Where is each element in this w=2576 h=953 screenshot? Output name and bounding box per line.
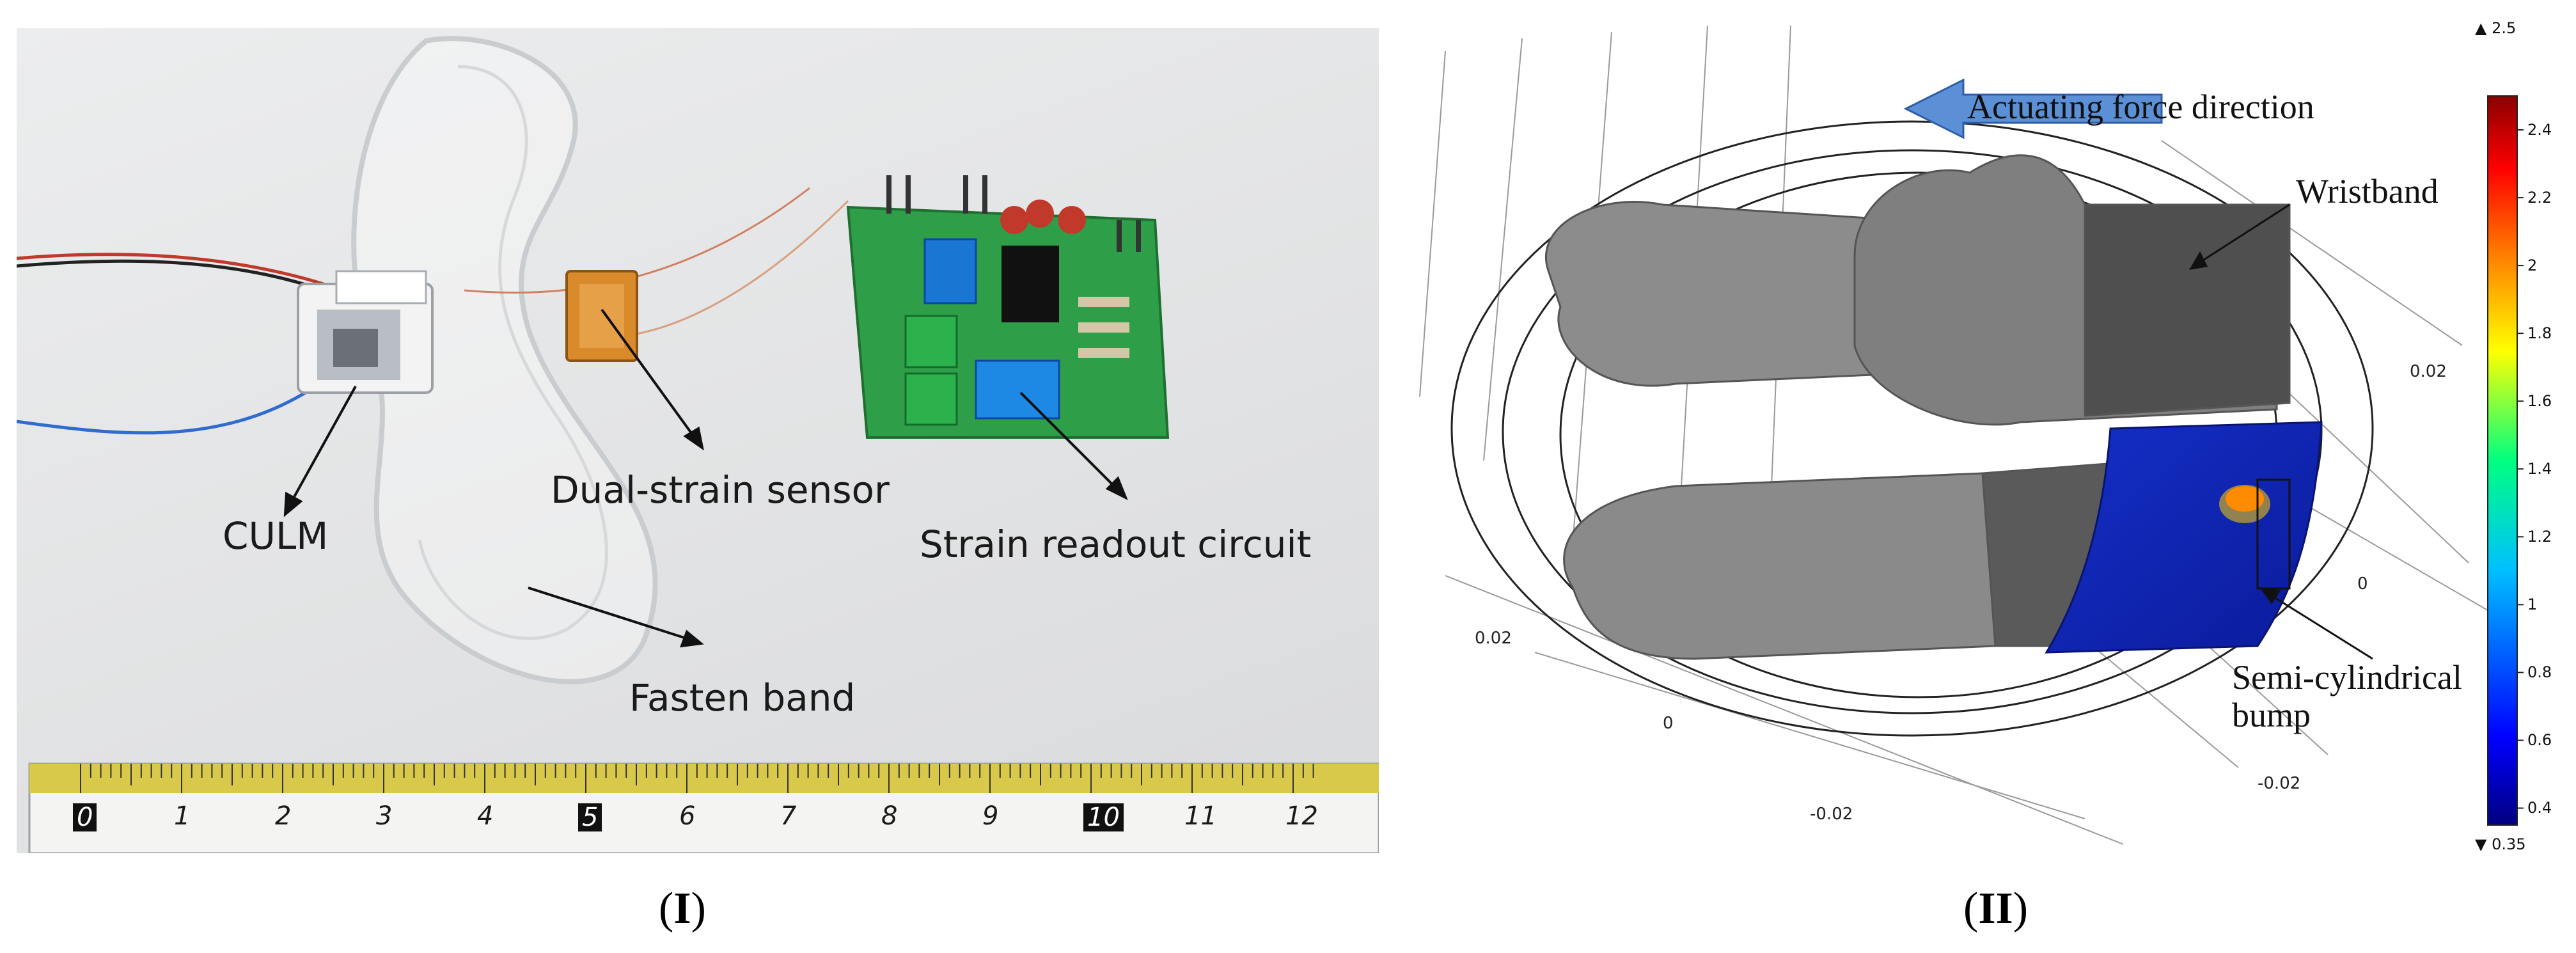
label-bump: Semi-cylindrical bump [2232,658,2462,735]
colorbar-tick-label: 0.6 [2527,731,2552,750]
wire-black [17,259,324,292]
caption-mark: I [673,884,691,933]
tick-left-zero: 0 [1663,714,1674,733]
dual-strain-sensor-device [565,270,638,362]
ruler-number: 11 [1184,801,1217,831]
wrist-bones [1545,154,2291,660]
simulation-panel-ii: Actuating force direction Wristband Semi… [1407,13,2576,870]
colorbar-tick-label: 1.2 [2527,528,2552,546]
colorbar-tick-label: 1.4 [2527,460,2552,478]
caption-open: ( [1963,884,1979,933]
caption-close: ) [2013,884,2029,933]
ruler-number: 9 [982,801,999,831]
readout-circuit-board [846,175,1170,439]
label-bump-line2: bump [2232,696,2311,735]
label-wristband: Wristband [2296,172,2439,210]
photo-scene [17,36,1379,853]
ruler-number: 0 [73,803,97,831]
tick-right-upper: 0.02 [2410,362,2447,381]
ruler-number: 5 [578,803,602,831]
label-strain-readout-circuit: Strain readout circuit [920,523,1312,566]
label-fasten-band: Fasten band [629,676,856,720]
colorbar-tick-label: 1.6 [2527,392,2552,411]
caption-mark: II [1978,884,2013,933]
tick-bottom-minus: -0.02 [1810,805,1853,824]
photo-panel-i: CULM Dual-strain sensor Strain readout c… [17,28,1379,853]
wire-red [17,253,324,286]
ruler-number: 3 [376,801,393,831]
colorbar-tick-label: 0.4 [2527,799,2552,817]
caption-open: ( [659,884,674,933]
caption-panel-ii: (II) [1963,886,2028,931]
force-arrow [1903,78,2163,139]
tick-right-minus: -0.02 [2258,774,2301,793]
bone-lower [1563,472,1997,660]
colorbar-tick-marks [2517,129,2524,809]
stress-bump [2045,421,2323,654]
colorbar-tick-label: 1 [2527,595,2538,614]
sim-annotation-arrows [2189,203,2373,660]
ruler-number: 7 [780,801,797,831]
colorbar-tick-label: 2.4 [2527,121,2552,139]
ruler-number: 4 [477,801,494,831]
ruler-number: 8 [881,801,898,831]
colorbar-tick-label: 1.8 [2527,324,2552,343]
culm-device [297,270,434,394]
caption-close: ) [691,884,706,933]
colorbar [2487,95,2518,826]
label-culm: CULM [223,514,329,558]
label-actuating-force: Actuating force direction [1967,88,2314,126]
simulation-scene [1419,25,2524,845]
colorbar-min: ▼ 0.35 [2475,835,2526,853]
ruler-ticks [80,764,1314,793]
ruler-number: 6 [679,801,696,831]
caption-panel-i: (I) [659,886,706,931]
ruler-number: 2 [275,801,292,831]
label-bump-line1: Semi-cylindrical [2232,658,2462,697]
ruler-number: 10 [1083,803,1124,831]
tick-left-002: 0.02 [1475,629,1512,648]
tick-right-zero: 0 [2357,574,2368,594]
label-dual-strain-sensor: Dual-strain sensor [551,468,890,512]
ruler-number: 12 [1285,801,1318,831]
ruler-number: 1 [174,801,191,831]
colorbar-max: ▲ 2.5 [2475,19,2517,37]
colorbar-tick-label: 2 [2527,256,2538,275]
ruler [28,762,1379,853]
colorbar-tick-label: 0.8 [2527,663,2552,682]
annotation-arrows [283,308,1128,648]
colorbar-tick-label: 2.2 [2527,189,2552,207]
